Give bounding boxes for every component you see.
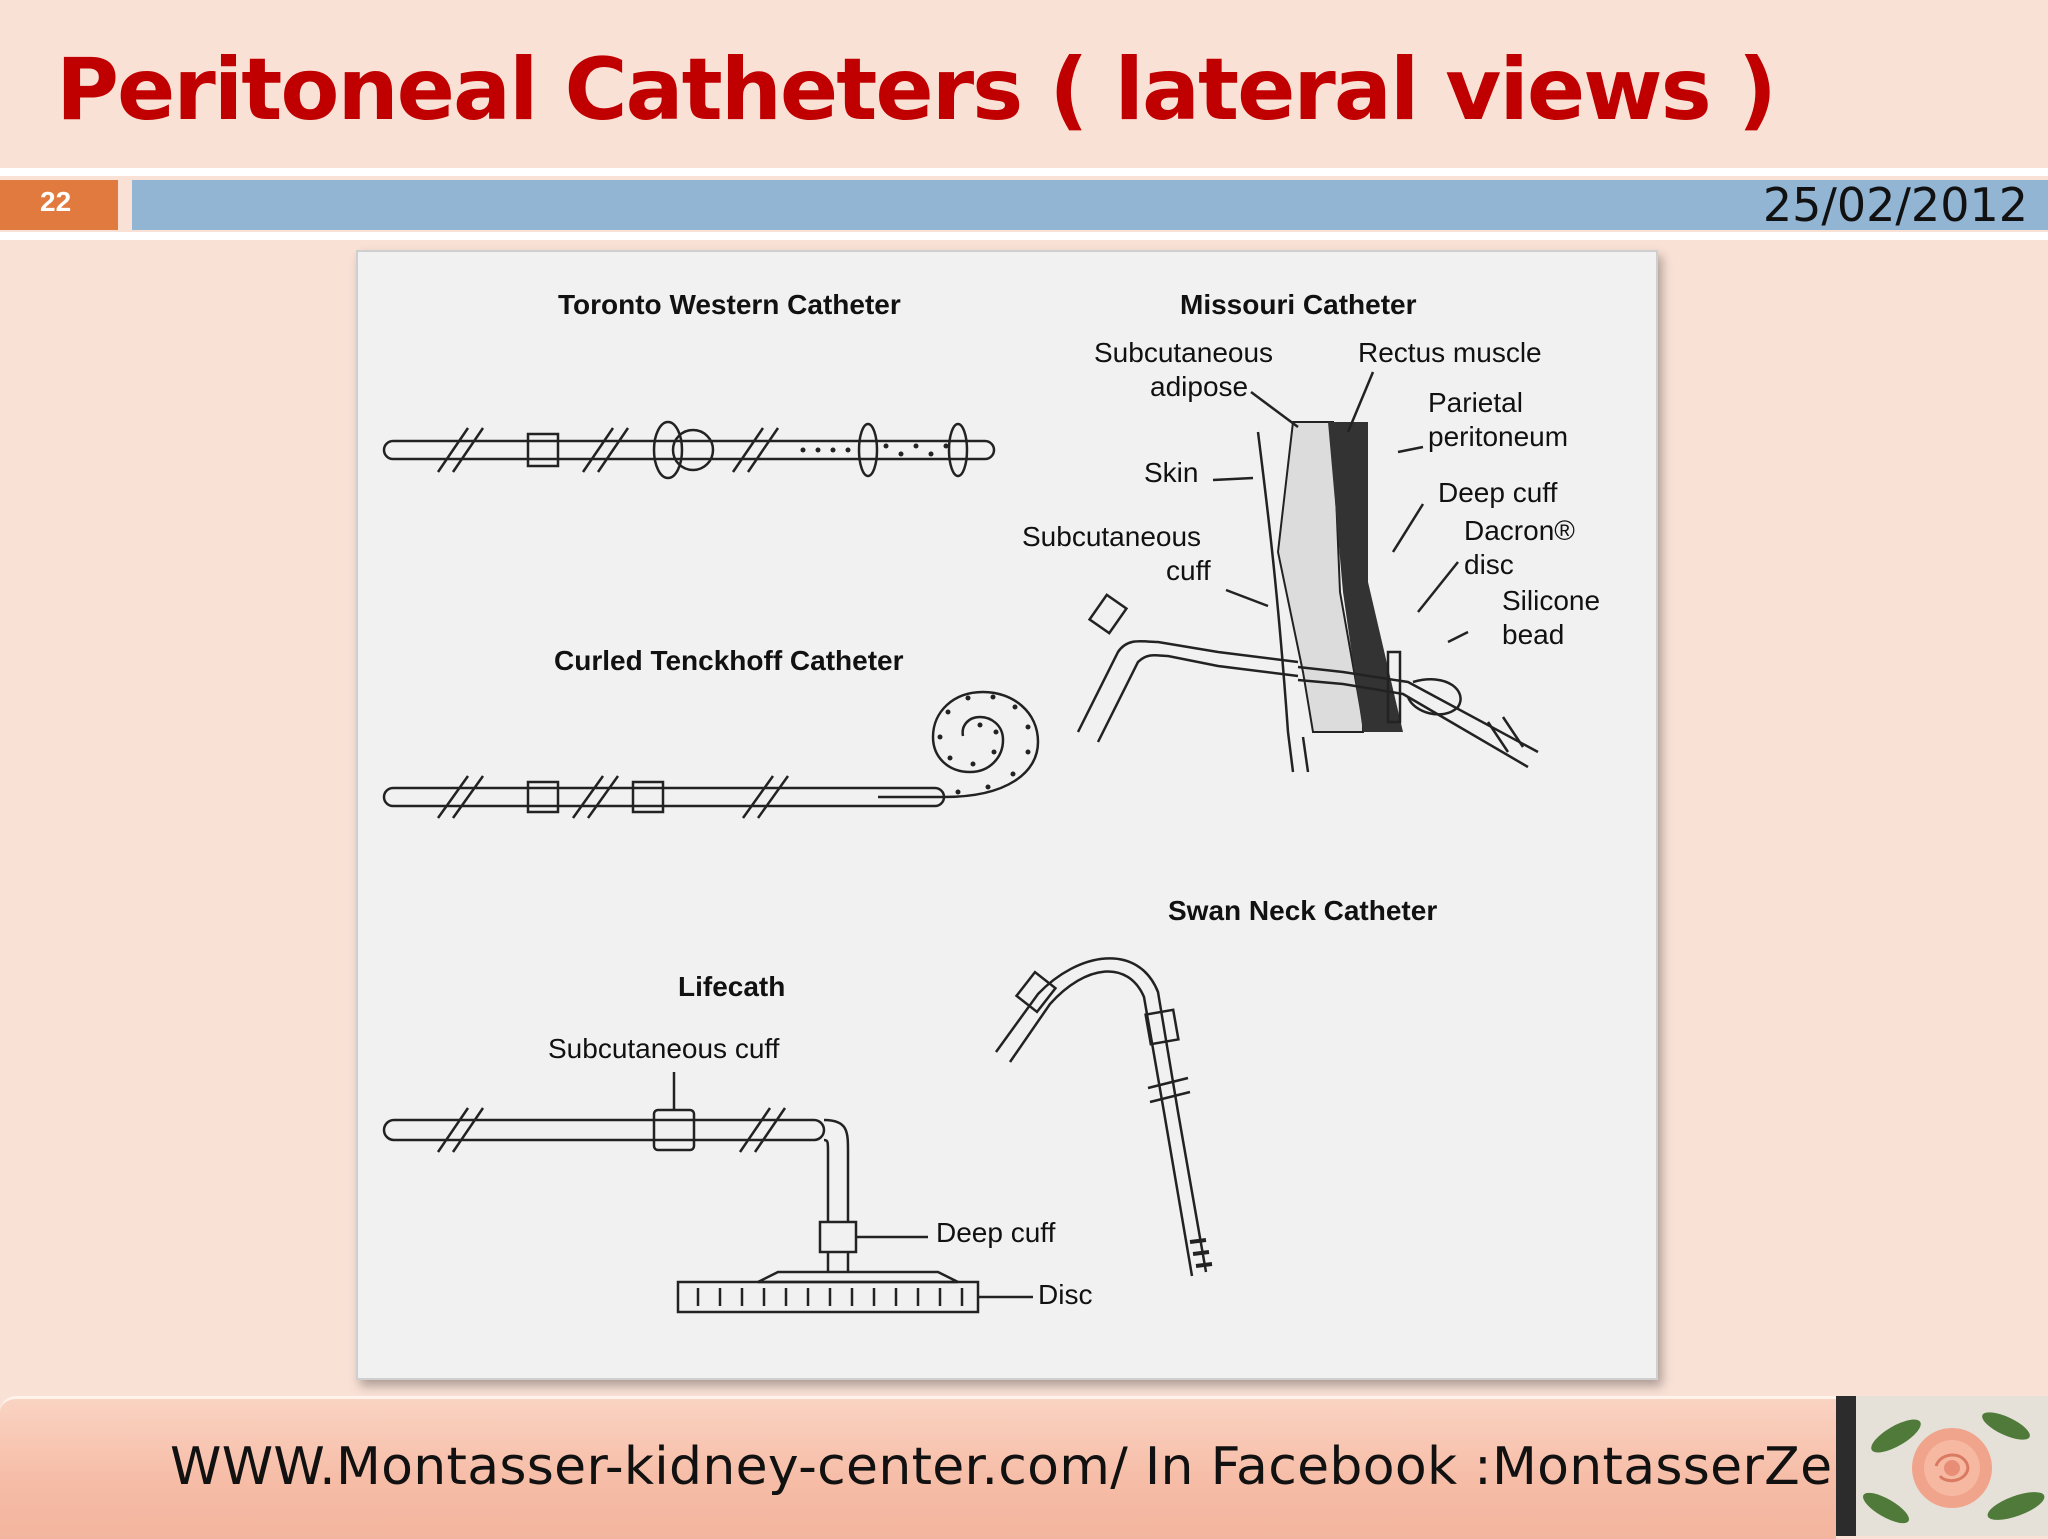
missouri-catheter-drawing bbox=[1076, 421, 1539, 773]
lifecath-heading: Lifecath bbox=[678, 971, 785, 1002]
missouri-label-rectus: Rectus muscle bbox=[1358, 337, 1542, 368]
catheter-figure: Toronto Western Catheter Missouri Cathet… bbox=[356, 250, 1658, 1380]
missouri-label-dacron-2: disc bbox=[1464, 549, 1514, 580]
missouri-label-skin: Skin bbox=[1144, 457, 1198, 488]
missouri-label-subq-cuff-1: Subcutaneous bbox=[1022, 521, 1201, 552]
tenckhoff-heading: Curled Tenckhoff Catheter bbox=[554, 645, 904, 676]
missouri-label-subq-cuff-2: cuff bbox=[1166, 555, 1211, 586]
lifecath-label-deep-cuff: Deep cuff bbox=[936, 1217, 1056, 1248]
slide-number: 22 bbox=[0, 180, 118, 230]
swan-catheter-drawing bbox=[994, 957, 1213, 1277]
missouri-leaders bbox=[1212, 371, 1469, 644]
lifecath-catheter-drawing bbox=[382, 1072, 1033, 1314]
footer-divider bbox=[1836, 1396, 1856, 1536]
header-rule-bottom bbox=[0, 232, 2048, 240]
missouri-label-parietal-1: Parietal bbox=[1428, 387, 1523, 418]
lifecath-label-subq-cuff: Subcutaneous cuff bbox=[548, 1033, 780, 1064]
footer-text: WWW.Montasser-kidney-center.com/ In Face… bbox=[170, 1437, 1914, 1497]
lifecath-label-disc: Disc bbox=[1038, 1279, 1092, 1310]
toronto-heading: Toronto Western Catheter bbox=[558, 289, 901, 320]
missouri-label-subq-adipose-1: Subcutaneous bbox=[1094, 337, 1273, 368]
slide-title: Peritoneal Catheters ( lateral views ) bbox=[56, 40, 1777, 140]
missouri-label-deep-cuff: Deep cuff bbox=[1438, 477, 1558, 508]
tenckhoff-catheter-drawing bbox=[382, 690, 1040, 819]
missouri-heading: Missouri Catheter bbox=[1180, 289, 1417, 320]
missouri-label-dacron-1: Dacron® bbox=[1464, 515, 1575, 546]
toronto-catheter-drawing bbox=[382, 420, 996, 480]
slide-date: 25/02/2012 bbox=[1762, 178, 2028, 232]
rose-image bbox=[1856, 1396, 2048, 1536]
missouri-label-silicone-2: bead bbox=[1502, 619, 1564, 650]
header-bar bbox=[132, 180, 2048, 230]
rose-icon bbox=[1856, 1396, 2048, 1536]
swan-heading: Swan Neck Catheter bbox=[1168, 895, 1437, 926]
missouri-label-subq-adipose-2: adipose bbox=[1150, 371, 1248, 402]
header-rule-top bbox=[0, 168, 2048, 176]
missouri-label-silicone-1: Silicone bbox=[1502, 585, 1600, 616]
footer-bar: WWW.Montasser-kidney-center.com/ In Face… bbox=[0, 1396, 1914, 1539]
missouri-label-parietal-2: peritoneum bbox=[1428, 421, 1568, 452]
